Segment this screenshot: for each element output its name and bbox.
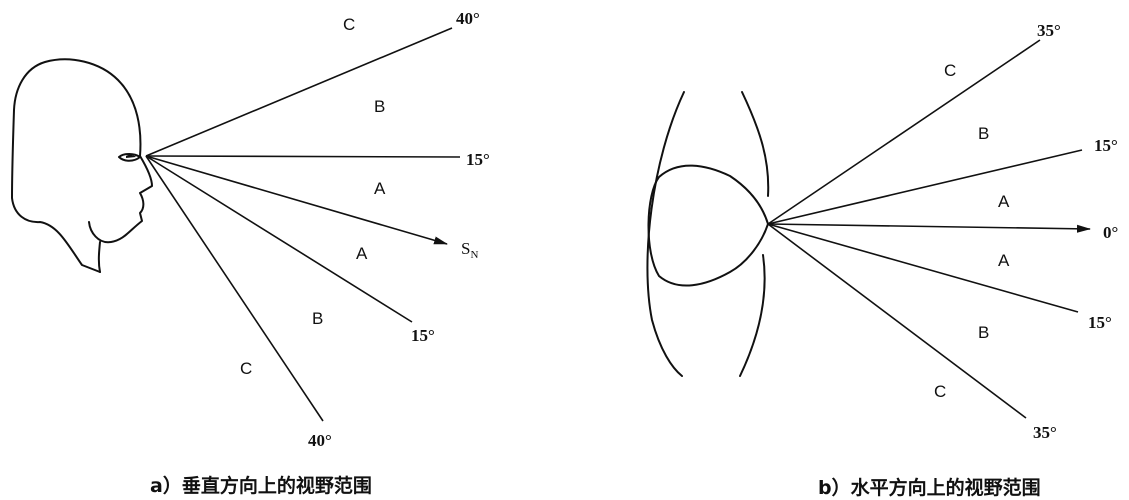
vertical-rays <box>145 27 461 422</box>
caption-horizontal: b）水平方向上的视野范围 <box>818 476 1041 499</box>
ray-lower-15 <box>767 223 1079 313</box>
eye-icon <box>118 153 141 162</box>
head-profile <box>11 58 142 273</box>
ray-lower-40 <box>145 155 324 422</box>
caption-vertical: a）垂直方向上的视野范围 <box>150 474 372 497</box>
ray-upper-15 <box>767 149 1083 225</box>
sight-line-subscript: N <box>470 249 478 261</box>
zone-label-upper-a: A <box>998 192 1010 211</box>
zone-label-upper-b: B <box>374 97 385 116</box>
left-shoulder-arc <box>646 91 685 377</box>
zone-label-upper-c: C <box>944 61 956 80</box>
zone-label-lower-b: B <box>978 323 989 342</box>
angle-label-upper-40: 40° <box>456 9 480 28</box>
head-face <box>88 155 153 244</box>
angle-label-upper-35: 35° <box>1037 21 1061 40</box>
angle-label-upper-15: 15° <box>466 150 490 169</box>
sight-line-label: SN <box>461 239 478 261</box>
angle-label-upper-15: 15° <box>1094 136 1118 155</box>
zone-label-lower-a: A <box>998 251 1010 270</box>
ray-upper-40 <box>145 27 453 157</box>
ray-upper-15 <box>145 155 461 158</box>
zone-label-lower-b: B <box>312 309 323 328</box>
zone-label-lower-a: A <box>356 244 368 263</box>
angle-label-lower-15: 15° <box>411 326 435 345</box>
panel-horizontal: 35° 15° 0° 15° 35° C B A A B C b）水平方向上的视… <box>646 21 1118 499</box>
right-shoulder-arc <box>741 91 770 197</box>
head-top-view <box>647 164 769 287</box>
center-line-arrow <box>767 223 1091 233</box>
sight-line-main: S <box>461 239 470 258</box>
pupil-icon <box>126 154 136 158</box>
angle-label-center: 0° <box>1103 223 1118 242</box>
angle-label-lower-35: 35° <box>1033 423 1057 442</box>
sight-line-arrow <box>145 155 448 245</box>
right-shoulder-arc-lower <box>739 254 766 377</box>
panel-vertical: 40° 15° 15° 40° SN C B A A B C a）垂直方向上的视… <box>11 9 490 497</box>
ray-lower-15 <box>145 155 413 323</box>
horizontal-rays <box>767 39 1091 419</box>
zone-label-upper-a: A <box>374 179 386 198</box>
ray-lower-35 <box>767 223 1027 419</box>
head-neck <box>97 241 101 273</box>
angle-label-lower-40: 40° <box>308 431 332 450</box>
angle-label-lower-15: 15° <box>1088 313 1112 332</box>
zone-label-upper-b: B <box>978 124 989 143</box>
ray-upper-35 <box>767 39 1041 225</box>
zone-label-lower-c: C <box>934 382 946 401</box>
zone-label-upper-c: C <box>343 15 355 34</box>
zone-label-lower-c: C <box>240 359 252 378</box>
